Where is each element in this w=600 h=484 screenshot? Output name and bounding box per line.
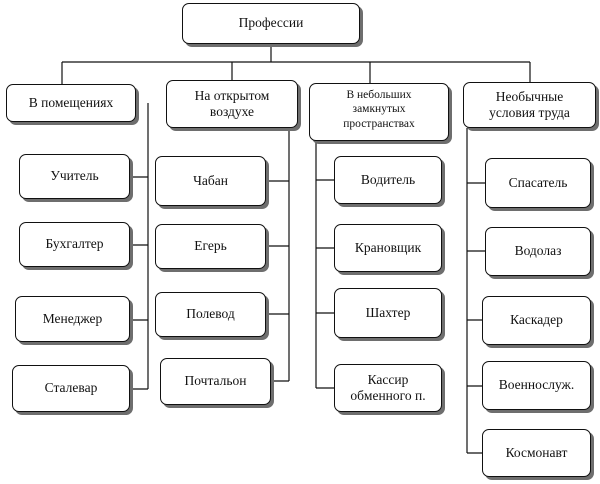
- profession-label: Егерь: [194, 238, 227, 254]
- profession-box: Учитель: [19, 154, 130, 199]
- profession-label: Спасатель: [508, 174, 568, 190]
- profession-box: Военнослуж.: [482, 361, 591, 410]
- profession-box: Каскадер: [482, 296, 591, 345]
- profession-box: Крановщик: [334, 224, 442, 272]
- category-label: В небольших замкнутых пространствах: [343, 89, 415, 130]
- profession-box: Менеджер: [15, 296, 130, 342]
- profession-label: Учитель: [50, 168, 99, 184]
- root-node: Профессии: [182, 3, 360, 44]
- profession-box: Кассир обменного п.: [334, 364, 442, 412]
- profession-label: Водитель: [360, 171, 416, 187]
- category-confined-spaces: В небольших замкнутых пространствах: [309, 83, 449, 141]
- profession-box: Чабан: [155, 156, 266, 206]
- profession-label: Полевод: [186, 306, 235, 322]
- root-label: Профессии: [238, 15, 304, 31]
- profession-label: Бухгалтер: [45, 236, 104, 252]
- profession-box: Сталевар: [12, 365, 130, 412]
- profession-box: Спасатель: [485, 158, 591, 208]
- profession-box: Космонавт: [482, 429, 591, 477]
- profession-box: Полевод: [155, 292, 266, 337]
- profession-box: Шахтер: [334, 288, 442, 338]
- category-label: На открытом воздухе: [194, 87, 270, 119]
- category-unusual-conditions: Необычные условия труда: [463, 82, 596, 128]
- profession-label: Чабан: [193, 172, 228, 188]
- category-label: В помещениях: [28, 94, 114, 110]
- profession-box: Егерь: [155, 224, 266, 269]
- profession-label: Почтальон: [184, 373, 247, 389]
- category-outdoor: На открытом воздухе: [166, 80, 298, 128]
- profession-label: Шахтер: [365, 304, 411, 320]
- profession-label: Каскадер: [510, 312, 563, 328]
- profession-label: Водолаз: [514, 243, 562, 259]
- profession-box: Водитель: [334, 156, 442, 204]
- profession-box: Водолаз: [485, 227, 591, 276]
- profession-box: Почтальон: [160, 358, 271, 405]
- profession-label: Военнослуж.: [498, 377, 575, 393]
- category-label: Необычные условия труда: [489, 88, 570, 120]
- profession-label: Менеджер: [42, 310, 103, 326]
- category-indoor: В помещениях: [6, 84, 136, 122]
- profession-label: Сталевар: [44, 380, 98, 396]
- profession-label: Кассир обменного п.: [350, 371, 426, 403]
- profession-box: Бухгалтер: [19, 222, 130, 267]
- profession-label: Космонавт: [505, 444, 568, 460]
- profession-label: Крановщик: [354, 239, 422, 255]
